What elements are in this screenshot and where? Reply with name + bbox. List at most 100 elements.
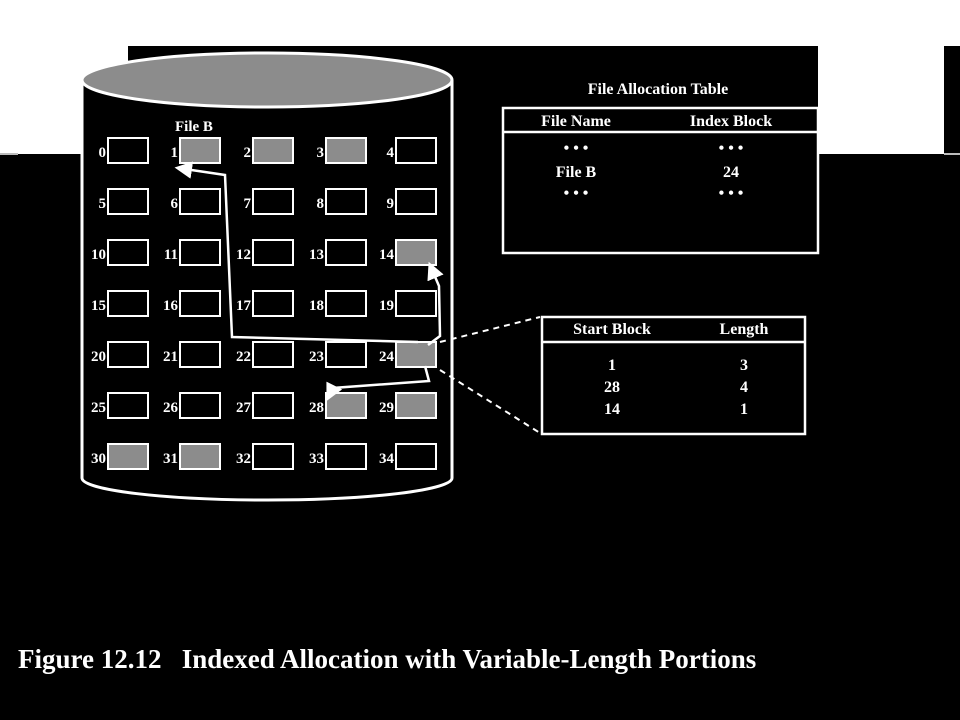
disk-block-number: 14	[379, 247, 395, 263]
index-cell: 28	[604, 379, 620, 396]
disk-block-number: 30	[91, 451, 106, 467]
disk-block	[179, 188, 221, 215]
disk-block-number: 16	[163, 298, 179, 314]
fat-title: File Allocation Table	[588, 81, 728, 98]
arrow-to-block-1	[174, 161, 419, 344]
index-callout-lines	[439, 316, 541, 434]
arrow-to-block-14	[427, 261, 444, 346]
index-cell: 1	[608, 357, 616, 374]
right-rule	[944, 153, 960, 155]
disk-block	[252, 188, 294, 215]
disk-block	[179, 341, 221, 368]
disk-block	[395, 137, 437, 164]
index-frame	[540, 315, 807, 436]
disk-block-number: 11	[164, 247, 178, 263]
disk-block-number: 6	[171, 196, 179, 212]
figure-caption: Figure 12.12 Indexed Allocation with Var…	[18, 644, 757, 674]
fat-cell: • • •	[564, 185, 589, 202]
disk-block-number: 33	[309, 451, 324, 467]
index-cell: 1	[740, 401, 748, 418]
disk-block	[252, 239, 294, 266]
file-b-label: File B	[175, 119, 213, 135]
disk-block	[107, 392, 149, 419]
disk-block	[395, 341, 437, 368]
index-header-length: Length	[720, 321, 769, 338]
disk-block-number: 31	[163, 451, 178, 467]
file-allocation-table: File Allocation Table File Name Index Bl…	[501, 81, 820, 255]
disk-block-number: 24	[379, 349, 395, 365]
cylinder-top	[80, 51, 454, 109]
index-cell: 14	[604, 401, 620, 418]
disk-block-number: 10	[91, 247, 106, 263]
disk-block	[107, 290, 149, 317]
disk-block-number: 28	[309, 400, 324, 416]
disk-block-number: 19	[379, 298, 394, 314]
disk-block	[107, 341, 149, 368]
disk-block	[252, 290, 294, 317]
callout-line-top	[439, 316, 541, 343]
disk-block-number: 23	[309, 349, 324, 365]
disk-block-number: 0	[99, 145, 107, 161]
disk-block-number: 26	[163, 400, 179, 416]
disk-block-number: 34	[379, 451, 395, 467]
disk-block-number: 2	[244, 145, 252, 161]
disk-block	[252, 392, 294, 419]
index-header-start-block: Start Block	[573, 321, 651, 338]
disk-block-number: 7	[244, 196, 252, 212]
fat-header-file-name: File Name	[541, 113, 611, 130]
disk-block	[325, 188, 367, 215]
disk-block	[325, 341, 367, 368]
disk-block	[325, 392, 367, 419]
disk-block	[325, 290, 367, 317]
disk-block-number: 4	[387, 145, 395, 161]
disk-block	[252, 137, 294, 164]
disk-block-number: 8	[317, 196, 325, 212]
disk-block-number: 3	[317, 145, 325, 161]
callout-line-bottom	[439, 369, 541, 434]
disk-block	[395, 392, 437, 419]
disk-block-number: 1	[171, 145, 179, 161]
fat-header-index-block: Index Block	[690, 113, 772, 130]
index-cell: 4	[740, 379, 748, 396]
disk-block	[325, 443, 367, 470]
disk-block-number: 18	[309, 298, 324, 314]
disk-block	[179, 290, 221, 317]
fat-cell: 24	[723, 164, 739, 181]
pointer-arrows	[174, 161, 444, 402]
disk-block-number: 29	[379, 400, 394, 416]
disk-block-number: 21	[163, 349, 178, 365]
disk-block	[325, 137, 367, 164]
disk-block	[179, 239, 221, 266]
white-panel-right	[818, 46, 944, 154]
disk-block	[107, 239, 149, 266]
disk-block	[395, 239, 437, 266]
disk-block-number: 17	[236, 298, 252, 314]
disk-block	[395, 443, 437, 470]
fat-cell: File B	[556, 164, 597, 181]
fat-cell: • • •	[564, 140, 589, 157]
index-block-table: Start Block Length 1 3 28 4 14 1	[540, 315, 807, 436]
disk-cylinder	[80, 51, 454, 502]
disk-block	[179, 443, 221, 470]
disk-block	[395, 188, 437, 215]
disk-block	[107, 443, 149, 470]
arrow-to-block-28	[326, 365, 431, 402]
disk-block	[252, 341, 294, 368]
disk-block-number: 5	[99, 196, 107, 212]
top-band	[0, 0, 960, 46]
disk-block-number: 13	[309, 247, 324, 263]
disk-block-number: 9	[387, 196, 395, 212]
disk-block	[395, 290, 437, 317]
disk-block-number: 32	[236, 451, 251, 467]
disk-block-number: 12	[236, 247, 251, 263]
left-rule	[0, 153, 18, 155]
disk-block-number: 25	[91, 400, 106, 416]
fat-frame	[501, 106, 820, 255]
disk-block	[325, 239, 367, 266]
disk-block	[179, 392, 221, 419]
disk-block	[252, 443, 294, 470]
disk-block-number: 15	[91, 298, 106, 314]
disk-block	[107, 137, 149, 164]
